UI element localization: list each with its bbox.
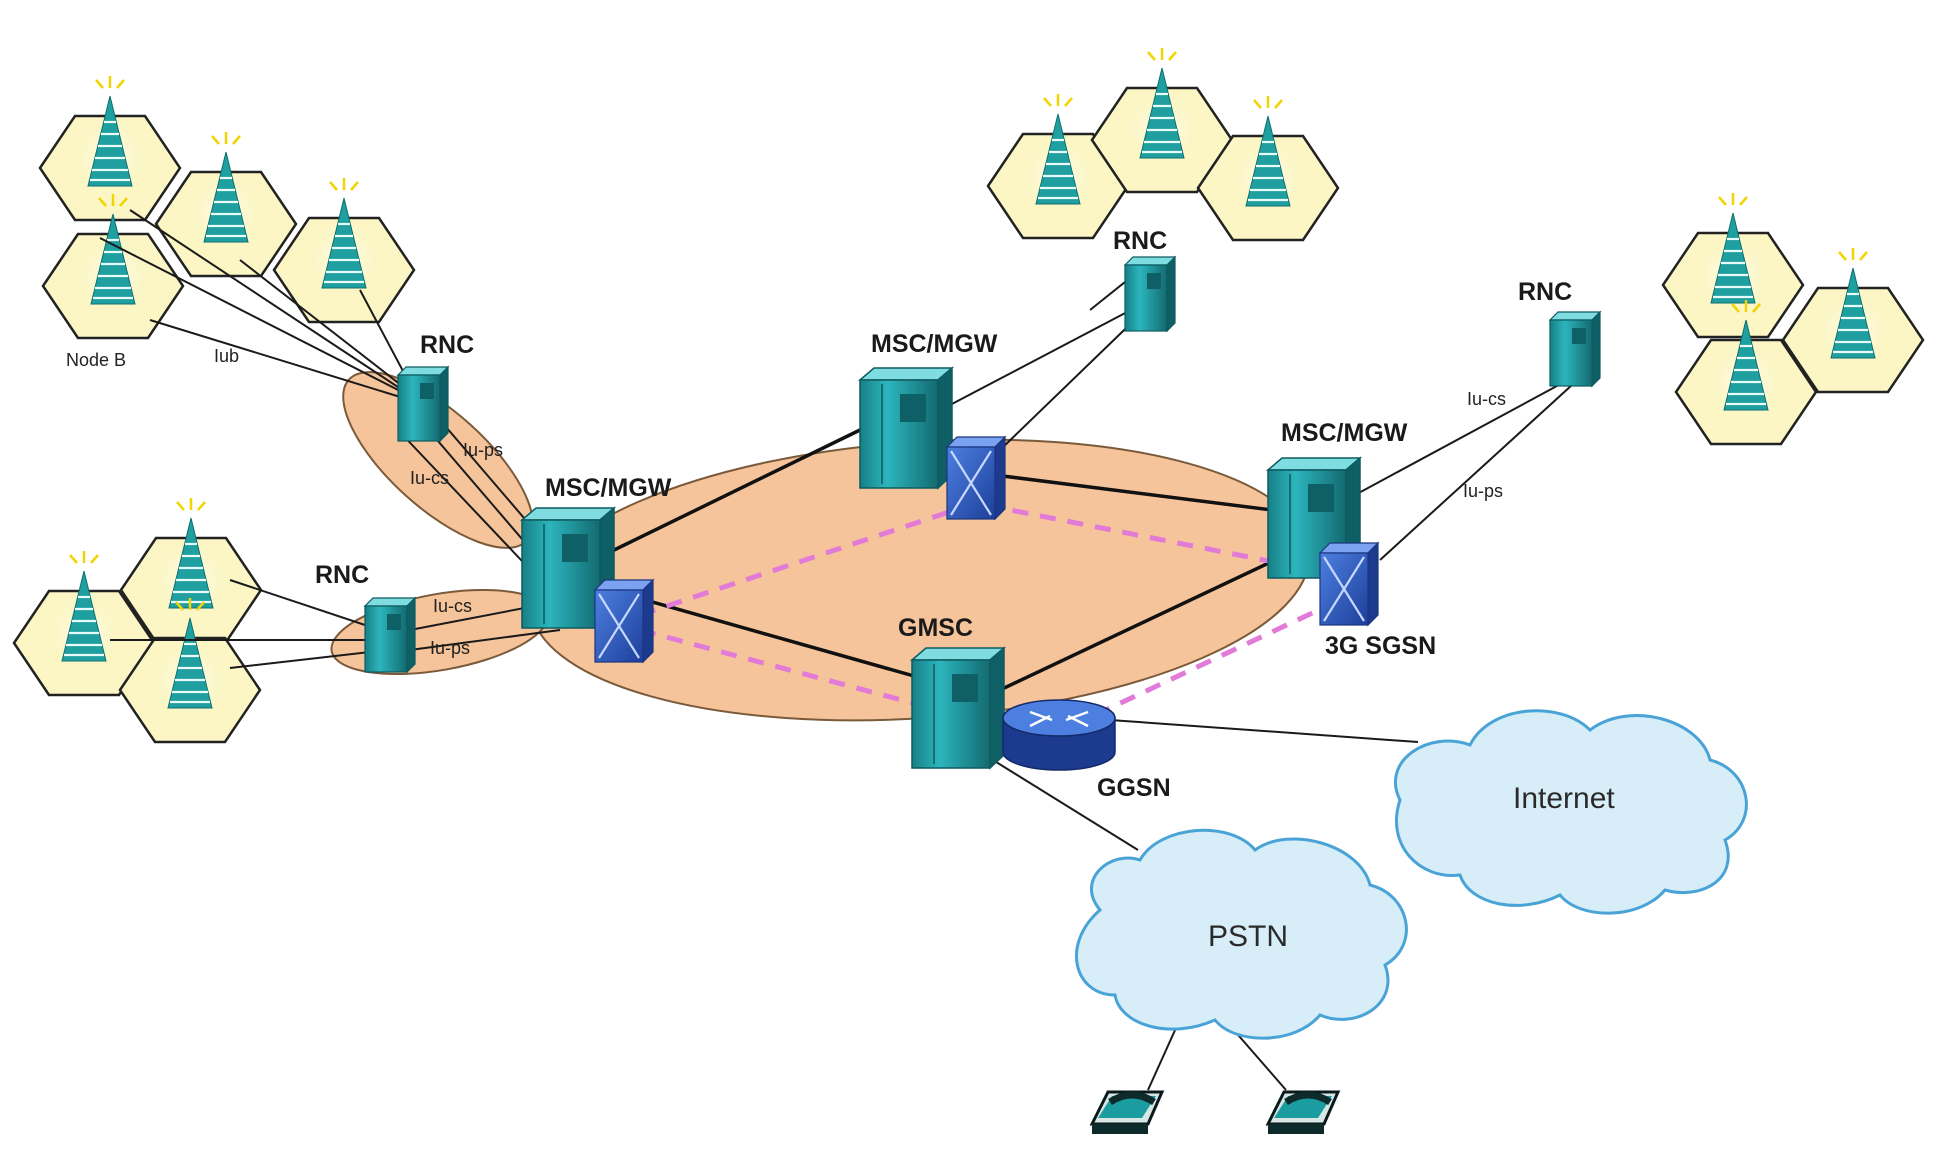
sgsn-label: 3G SGSN bbox=[1325, 632, 1436, 660]
rnc-interface-ellipse-lower bbox=[330, 588, 550, 676]
iu-ps-label-b: Iu-ps bbox=[430, 638, 470, 658]
rnc-device-right[interactable] bbox=[1549, 311, 1601, 387]
rnc-top-label: RNC bbox=[1113, 227, 1167, 255]
iub-label: Iub bbox=[214, 346, 239, 366]
internet-cloud-icon bbox=[1393, 709, 1748, 915]
gmsc-server[interactable] bbox=[911, 647, 1005, 769]
pstn-cloud-icon bbox=[1075, 828, 1408, 1040]
rnc-right-label: RNC bbox=[1518, 278, 1572, 306]
rnc-device-top-left[interactable] bbox=[397, 366, 449, 442]
telephone-icon-right[interactable] bbox=[1268, 1092, 1338, 1134]
node-b-cluster-left bbox=[12, 496, 263, 744]
iu-ps-label-c: Iu-ps bbox=[1463, 481, 1503, 501]
msc-mgw-left-switch-icon[interactable] bbox=[593, 578, 655, 664]
ggsn-label: GGSN bbox=[1097, 774, 1171, 802]
iu-cs-label-a: Iu-cs bbox=[410, 468, 449, 488]
iu-cs-label-c: Iu-cs bbox=[1467, 389, 1506, 409]
ggsn-router-icon[interactable] bbox=[1002, 699, 1116, 771]
node-b-cluster-top-left bbox=[38, 74, 416, 340]
packet-domain-paths bbox=[639, 502, 1342, 718]
msc-mgw-top-server[interactable] bbox=[859, 367, 953, 489]
gmsc-label: GMSC bbox=[898, 614, 973, 642]
external-links bbox=[979, 719, 1419, 1091]
msc-mgw-left-label: MSC/MGW bbox=[545, 474, 672, 502]
iu-cs-label-b: Iu-cs bbox=[433, 596, 472, 616]
msc-mgw-top-label: MSC/MGW bbox=[871, 330, 998, 358]
core-trunks bbox=[609, 428, 1276, 692]
rnc-device-top[interactable] bbox=[1124, 256, 1176, 332]
sgsn-switch-icon[interactable] bbox=[1318, 541, 1380, 627]
rnc-left-label: RNC bbox=[315, 561, 369, 589]
rnc-device-left[interactable] bbox=[364, 597, 416, 673]
node-b-cluster-right bbox=[1661, 191, 1925, 446]
rnc-top-left-label: RNC bbox=[420, 331, 474, 359]
msc-mgw-top-switch-icon[interactable] bbox=[945, 435, 1007, 521]
node-b-cluster-top bbox=[986, 46, 1340, 242]
internet-label: Internet bbox=[1513, 782, 1615, 815]
node-b-label: Node B bbox=[66, 350, 126, 370]
iu-ps-label-a: Iu-ps bbox=[463, 440, 503, 460]
msc-mgw-right-label: MSC/MGW bbox=[1281, 419, 1408, 447]
telephone-icon-left[interactable] bbox=[1092, 1092, 1162, 1134]
pstn-label: PSTN bbox=[1208, 920, 1288, 953]
